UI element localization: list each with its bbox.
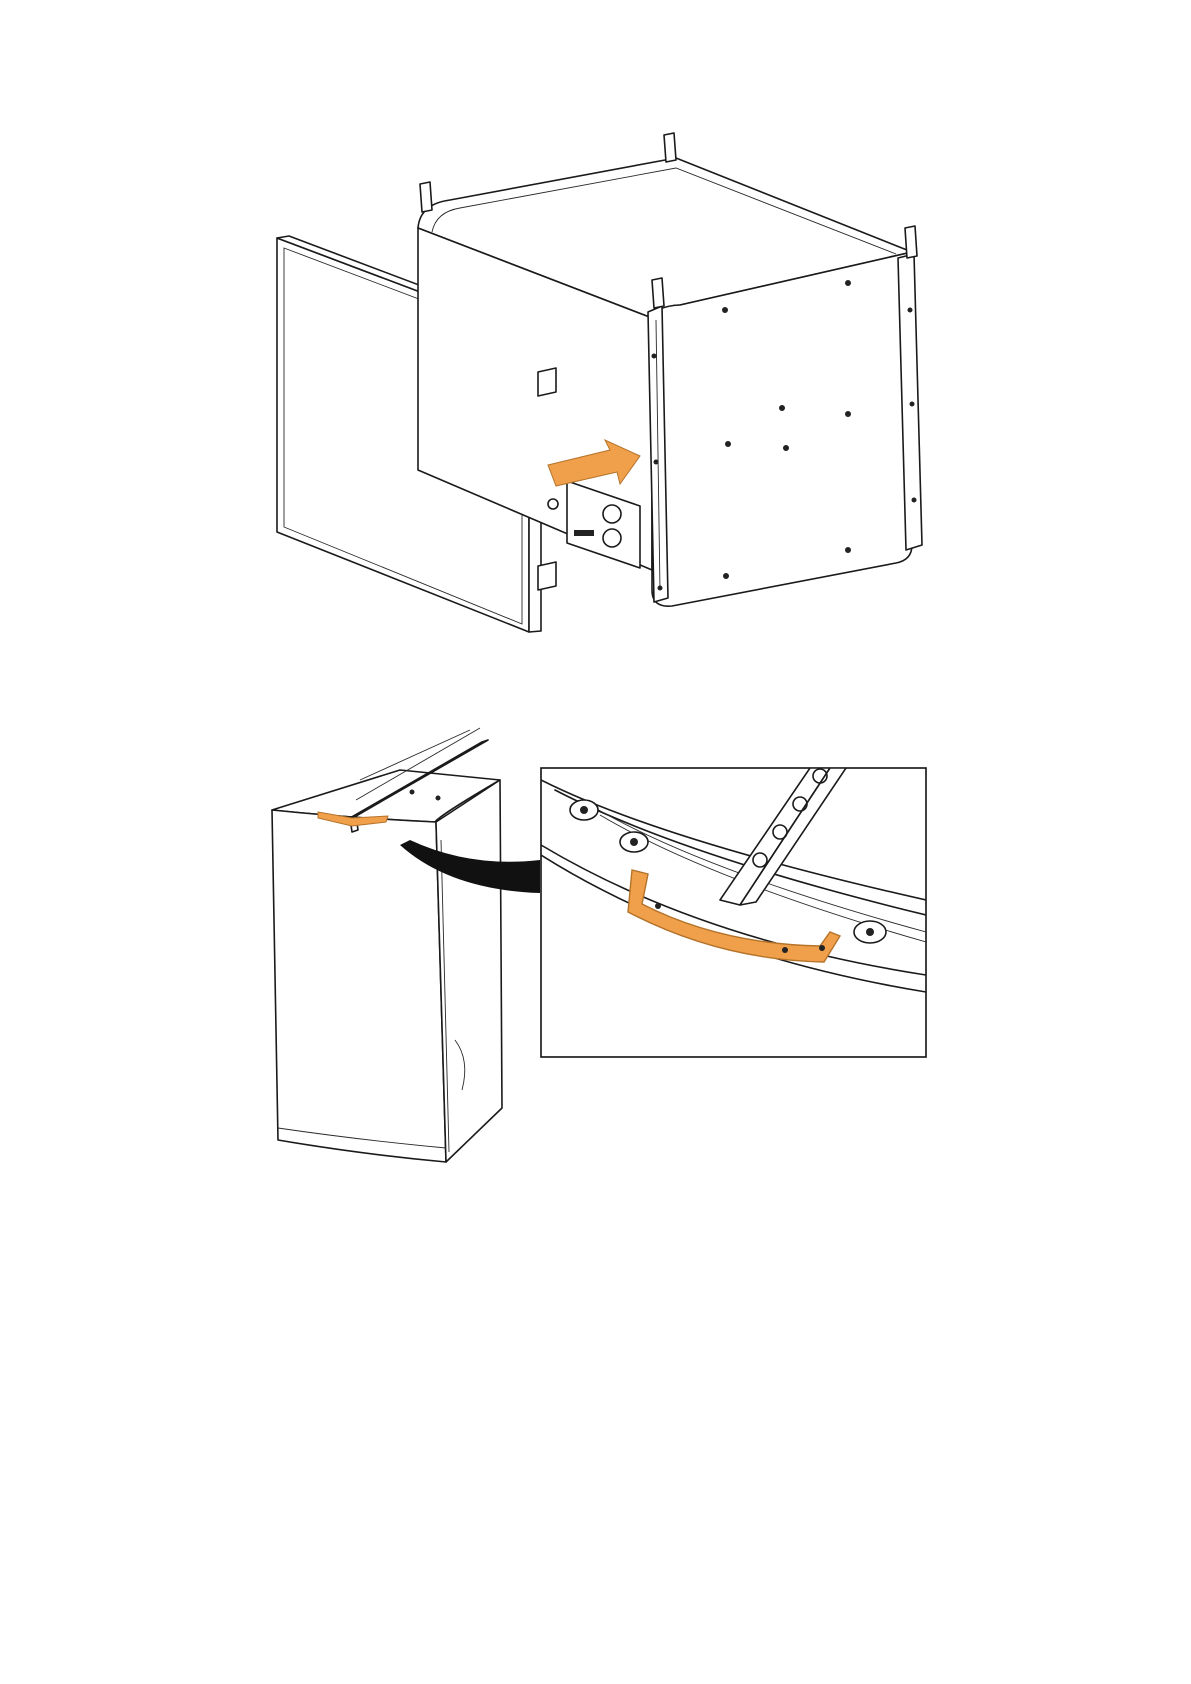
figure-2-handle-detail (0, 0, 1191, 1200)
detail-inset (541, 768, 926, 1057)
column-speaker (272, 728, 502, 1162)
